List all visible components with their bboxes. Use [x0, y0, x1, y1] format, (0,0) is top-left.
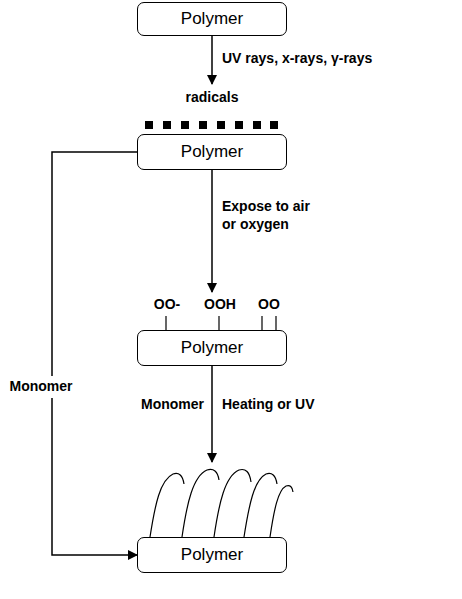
process-box: Polymer: [137, 134, 287, 170]
arrow-connector: [52, 152, 137, 555]
edge-label: Heating or UV: [222, 396, 362, 414]
box-label: Polymer: [181, 545, 243, 565]
annotation-label: OO: [252, 296, 286, 314]
process-box: Polymer: [137, 537, 287, 573]
process-box: Polymer: [137, 330, 287, 366]
edge-label: UV rays, x-rays, γ-rays: [222, 50, 422, 68]
peroxide-bonds: [166, 316, 276, 330]
box-label: Polymer: [181, 338, 243, 358]
arrow-connector: [211, 366, 213, 462]
box-label: Polymer: [181, 142, 243, 162]
annotation-label: radicals: [180, 89, 244, 107]
annotation-label: Monomer: [128, 396, 204, 414]
annotation-label: OOH: [203, 296, 237, 314]
edge-label: Expose to air or oxygen: [222, 198, 326, 233]
edge-label: Monomer: [4, 376, 78, 398]
annotation-label: OO-: [150, 296, 184, 314]
arrow-connector: [211, 170, 213, 292]
arrow-connector: [211, 36, 213, 84]
process-box: Polymer: [137, 2, 287, 36]
radical-dots: [145, 121, 278, 129]
box-label: Polymer: [181, 9, 243, 29]
graft-chains: [150, 469, 293, 537]
